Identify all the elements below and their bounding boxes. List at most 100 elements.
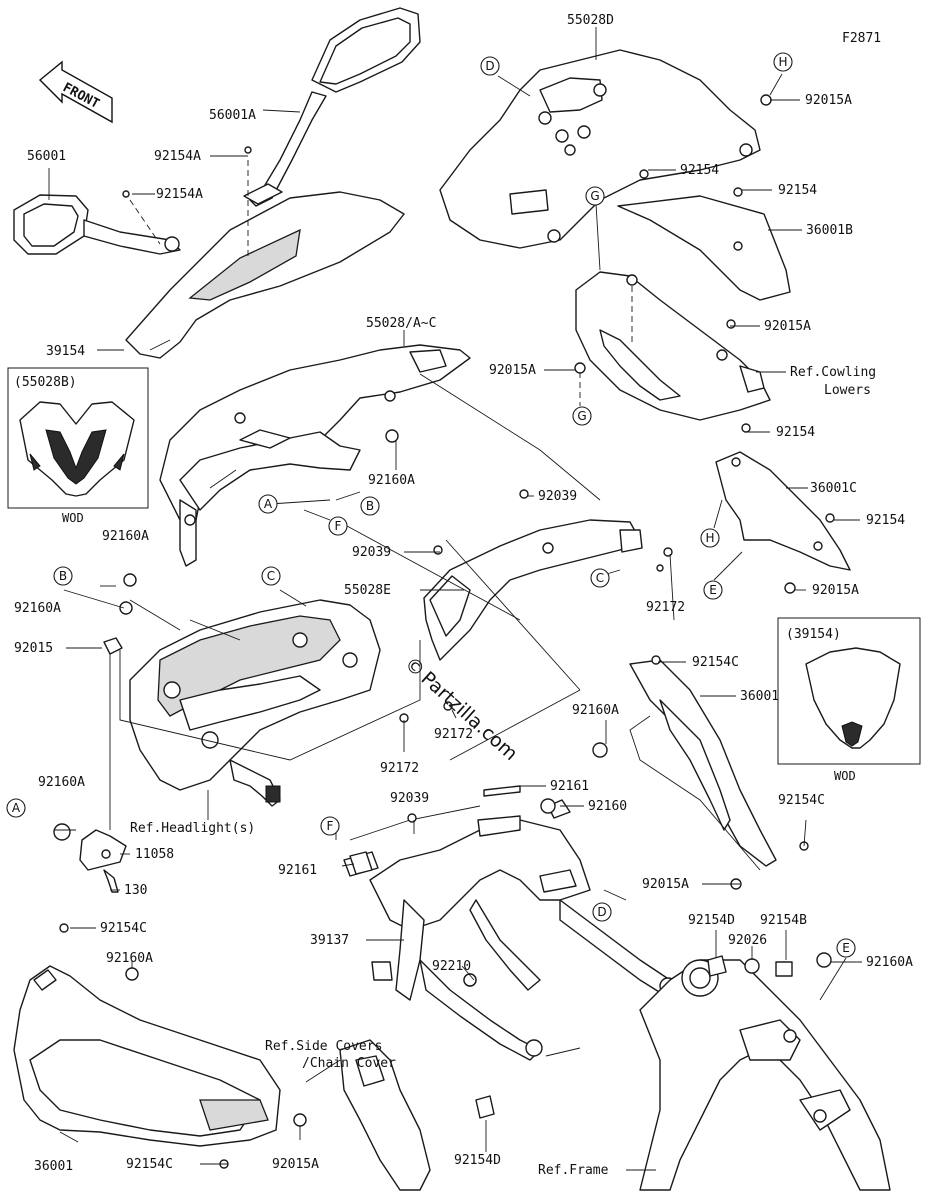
mirror-right-part[interactable] bbox=[243, 7, 421, 207]
lower-panel-36001-part[interactable] bbox=[13, 965, 281, 1147]
label-ref-chain-cover: /Chain Cover bbox=[302, 1056, 396, 1071]
label-92160a: 92160A bbox=[38, 775, 85, 790]
label-92160a: 92160A bbox=[102, 529, 149, 544]
figure-code: F2871 bbox=[842, 31, 881, 46]
label-92154: 92154 bbox=[866, 513, 905, 528]
label-92160a: 92160A bbox=[866, 955, 913, 970]
ref-circle-c: C bbox=[590, 568, 610, 588]
front-arrow-icon: FRONT bbox=[38, 60, 113, 124]
svg-text:D: D bbox=[485, 59, 494, 73]
ref-circle-a: A bbox=[258, 494, 278, 514]
inset-right-title: (39154) bbox=[786, 627, 841, 642]
watermark-text: Partzilla.com bbox=[417, 667, 522, 765]
inner-panel-55028d-part[interactable] bbox=[439, 49, 761, 249]
label-92160: 92160 bbox=[588, 799, 627, 814]
label-92161: 92161 bbox=[278, 863, 317, 878]
label-55028e: 55028E bbox=[344, 583, 391, 598]
label-92015a: 92015A bbox=[764, 319, 811, 334]
ref-circle-e: E bbox=[703, 580, 723, 600]
ref-circle-a: A bbox=[6, 798, 26, 818]
svg-text:E: E bbox=[842, 941, 850, 955]
inset-55028b: (55028B) WOD bbox=[7, 367, 149, 525]
center-panel-55028e-part[interactable] bbox=[423, 519, 643, 661]
panel-36001b-part[interactable] bbox=[617, 195, 791, 301]
ref-circle-f: F bbox=[320, 816, 340, 836]
label-ref-cowling: Ref.Cowling bbox=[790, 365, 876, 380]
svg-text:H: H bbox=[705, 531, 714, 545]
label-11058: 11058 bbox=[135, 847, 174, 862]
ref-circle-d: D bbox=[592, 902, 612, 922]
label-92154c: 92154C bbox=[126, 1157, 173, 1172]
svg-text:G: G bbox=[577, 409, 586, 423]
ref-circle-h: H bbox=[700, 528, 720, 548]
svg-text:C: C bbox=[267, 569, 275, 583]
label-92154: 92154 bbox=[778, 183, 817, 198]
ref-circle-d: D bbox=[480, 56, 500, 76]
label-92015a: 92015A bbox=[272, 1157, 319, 1172]
ref-circle-g: G bbox=[572, 406, 592, 426]
label-ref-cowling-lowers: Lowers bbox=[824, 383, 871, 398]
ref-circle-f: F bbox=[328, 516, 348, 536]
label-92160a: 92160A bbox=[14, 601, 61, 616]
side-cover-part[interactable] bbox=[339, 1039, 431, 1191]
upper-cowl-part[interactable] bbox=[159, 344, 471, 567]
svg-text:H: H bbox=[778, 55, 787, 69]
label-56001: 56001 bbox=[27, 149, 66, 164]
leader-lines bbox=[48, 27, 862, 1171]
label-92154b: 92154B bbox=[760, 913, 807, 928]
svg-text:E: E bbox=[709, 583, 717, 597]
windshield-part[interactable] bbox=[125, 191, 405, 359]
label-92015a: 92015A bbox=[805, 93, 852, 108]
ref-circle-b: B bbox=[53, 566, 73, 586]
label-ref-frame: Ref.Frame bbox=[538, 1163, 609, 1178]
svg-text:B: B bbox=[366, 499, 374, 513]
label-36001a: 36001A bbox=[740, 689, 787, 704]
inset-left-caption: WOD bbox=[62, 511, 84, 525]
svg-text:F: F bbox=[327, 819, 334, 833]
ref-circle-b: B bbox=[360, 496, 380, 516]
reference-markers: D H G G A B F H E B C C A F D E bbox=[6, 52, 856, 958]
main-frame-part[interactable] bbox=[639, 959, 891, 1191]
label-92172: 92172 bbox=[434, 727, 473, 742]
panel-36001a-part[interactable] bbox=[592, 659, 777, 871]
label-92210: 92210 bbox=[432, 959, 471, 974]
svg-text:B: B bbox=[59, 569, 67, 583]
label-92154d: 92154D bbox=[688, 913, 735, 928]
label-92154: 92154 bbox=[680, 163, 719, 178]
label-36001: 36001 bbox=[34, 1159, 73, 1174]
label-92160a: 92160A bbox=[572, 703, 619, 718]
svg-text:A: A bbox=[12, 801, 21, 815]
watermark: © Partzilla.com bbox=[400, 653, 521, 765]
label-36001b: 36001B bbox=[806, 223, 853, 238]
label-39154: 39154 bbox=[46, 344, 85, 359]
label-92154c: 92154C bbox=[692, 655, 739, 670]
label-36001c: 36001C bbox=[810, 481, 857, 496]
nut-92015-part[interactable] bbox=[103, 637, 123, 830]
panel-36001c-part[interactable] bbox=[715, 451, 851, 571]
inset-right-caption: WOD bbox=[834, 769, 856, 783]
label-92172: 92172 bbox=[380, 761, 419, 776]
label-92015: 92015 bbox=[14, 641, 53, 656]
svg-text:D: D bbox=[597, 905, 606, 919]
inset-39154: (39154) WOD bbox=[777, 617, 921, 783]
label-92160a: 92160A bbox=[368, 473, 415, 488]
svg-text:G: G bbox=[590, 189, 599, 203]
label-39137: 39137 bbox=[310, 933, 349, 948]
svg-text:A: A bbox=[264, 497, 273, 511]
label-92154d: 92154D bbox=[454, 1153, 501, 1168]
label-55028d: 55028D bbox=[567, 13, 614, 28]
label-130: 130 bbox=[124, 883, 147, 898]
label-92015a: 92015A bbox=[489, 363, 536, 378]
inset-left-title: (55028B) bbox=[14, 375, 77, 390]
subframe-39137-part[interactable] bbox=[343, 799, 681, 1061]
ref-circle-e: E bbox=[836, 938, 856, 958]
mirror-left-part[interactable] bbox=[13, 194, 181, 255]
label-92154a: 92154A bbox=[156, 187, 203, 202]
bracket-11058-part[interactable] bbox=[53, 823, 127, 893]
label-92015a: 92015A bbox=[642, 877, 689, 892]
svg-text:C: C bbox=[596, 571, 604, 585]
cowling-lowers-part[interactable] bbox=[575, 271, 771, 421]
headlight-assembly-part[interactable] bbox=[119, 599, 421, 807]
label-92039: 92039 bbox=[352, 545, 391, 560]
label-92161: 92161 bbox=[550, 779, 589, 794]
